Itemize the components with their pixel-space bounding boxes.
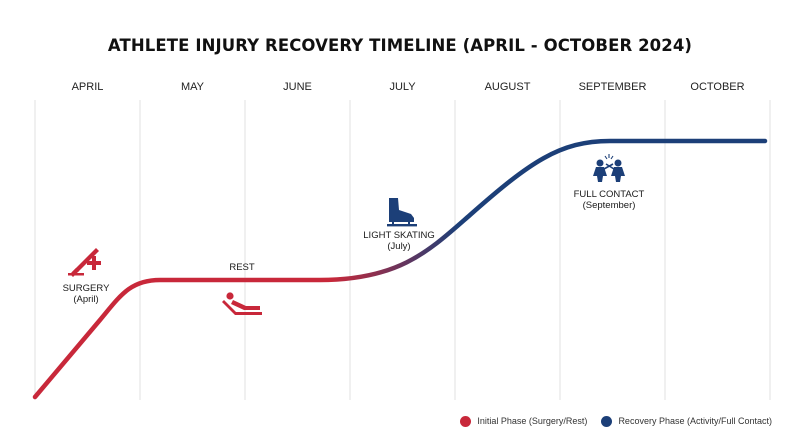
month-gridlines [34,100,771,400]
reclining-person-icon [222,292,262,315]
legend-dot-recovery [601,415,613,427]
legend: Initial Phase (Surgery/Rest) Recovery Ph… [446,413,772,429]
phase-label-full-contact: FULL CONTACT [574,189,645,200]
recovery-curve [32,138,768,400]
month-label-october: OCTOBER [690,81,744,93]
legend-label-initial: Initial Phase (Surgery/Rest) [477,416,588,426]
legend-item-recovery-phase: Recovery Phase (Activity/Full Contact) [601,415,772,427]
legend-item-initial-phase: Initial Phase (Surgery/Rest) [460,415,588,427]
diagram-title: ATHLETE INJURY RECOVERY TIMELINE (APRIL … [107,36,693,55]
ice-skate-icon [387,198,417,227]
month-label-july: JULY [389,81,416,93]
phase-sublabel-full-contact: (September) [583,200,636,211]
scalpel-medical-cross-icon [68,248,101,277]
hockey-players-icon [593,154,625,182]
legend-dot-initial [460,415,472,427]
phase-label-rest: REST [229,262,255,273]
phase-label-surgery: SURGERY [63,283,110,294]
month-label-august: AUGUST [485,81,531,93]
phase-sublabel-light-skating: (July) [387,241,410,252]
month-label-september: SEPTEMBER [579,81,647,93]
month-label-june: JUNE [283,81,312,93]
phase-sublabel-surgery: (April) [73,294,98,305]
month-label-may: MAY [181,81,205,93]
phase-label-light-skating: LIGHT SKATING [363,230,434,241]
month-axis: APRIL MAY JUNE JULY AUGUST SEPTEMBER OCTOBER [72,81,745,93]
legend-label-recovery: Recovery Phase (Activity/Full Contact) [618,416,772,426]
month-label-april: APRIL [72,81,104,93]
